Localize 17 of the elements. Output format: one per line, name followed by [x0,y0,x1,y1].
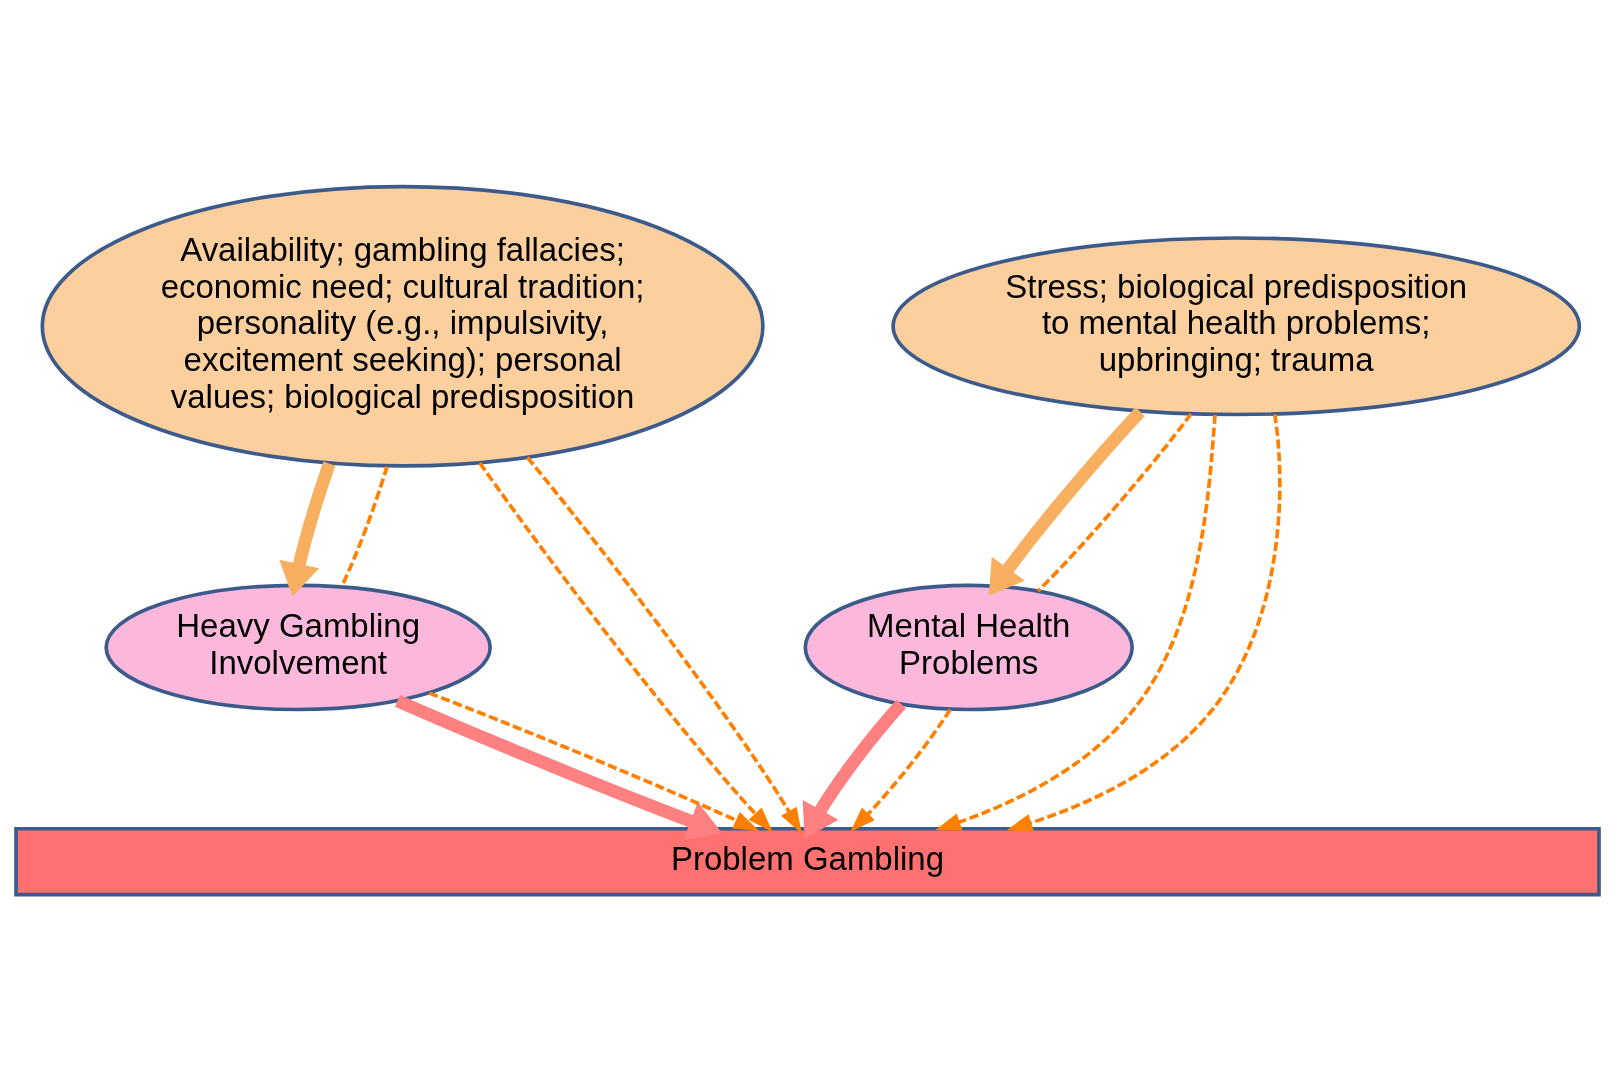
node-ellipse: Heavy Gambling Involvement [104,583,492,711]
node-ellipse: Mental Health Problems [803,583,1134,711]
arrow [478,461,773,832]
arrow [279,461,336,597]
arrow [935,414,1217,831]
arrow [1006,413,1282,831]
connector [340,465,389,587]
connector [1036,412,1193,592]
node-ellipse: Stress; biological predisposition to mental health problems; upbringing; trauma [891,235,1582,416]
arrow [988,406,1145,596]
node-ellipse: Availability; gambling fallacies; economic need; cultural tradition; personality (e.g., impulsivity, excitement seeking); personal values; biological predisposition [40,184,765,468]
arrow [802,699,906,839]
arrow [526,455,802,833]
arrow [850,708,952,832]
arrow [428,690,760,831]
arrow [394,694,722,840]
node-box: Problem Gambling [14,826,1601,896]
